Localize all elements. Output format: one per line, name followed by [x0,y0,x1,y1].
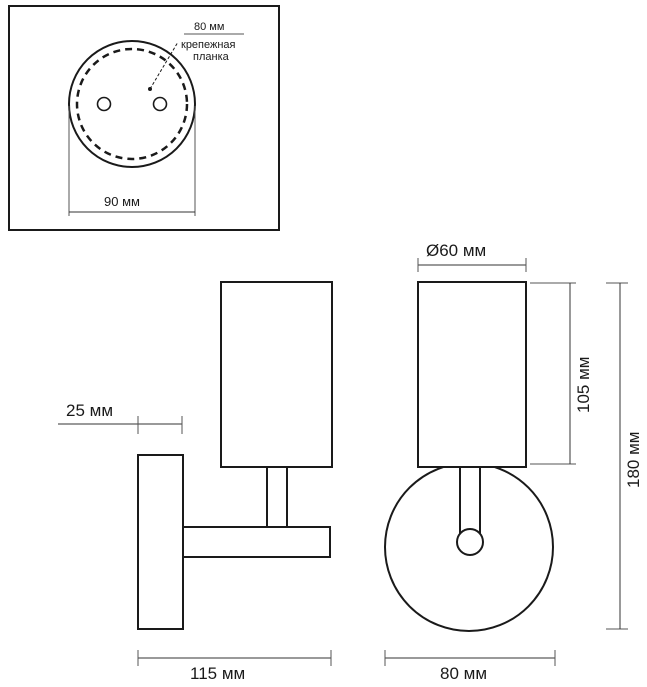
base-width-label: 80 мм [440,664,487,683]
inner-diameter-label: 80 мм [194,21,224,33]
mount-plate-label-line2: планка [193,51,230,63]
plate-thickness-label: 25 мм [66,401,113,420]
mount-plate-label-line1: крепежная [181,39,236,51]
front-pivot-knob [456,528,484,556]
screw-hole-left [96,96,112,112]
leader-line [149,41,179,90]
front-view: Ø60 мм 105 мм 180 мм 80 мм [384,241,643,683]
front-stem [459,466,481,538]
mount-base-circle [68,40,196,168]
total-height-label: 180 мм [624,432,643,488]
base-diameter-label: 90 мм [104,194,140,209]
inset-panel: 80 мм крепежная планка 90 мм [8,5,280,231]
mount-plate-dashed-circle [75,47,189,161]
screw-hole-right [152,96,168,112]
side-wall-plate [137,454,184,630]
side-stem [266,466,288,528]
depth-label: 115 мм [190,664,245,683]
front-shade [417,281,527,468]
side-view: 25 мм 115 мм [58,281,333,683]
shade-height-label: 105 мм [574,357,593,413]
side-shade [220,281,333,468]
shade-diameter-label: Ø60 мм [426,241,486,260]
side-arm [182,526,331,558]
